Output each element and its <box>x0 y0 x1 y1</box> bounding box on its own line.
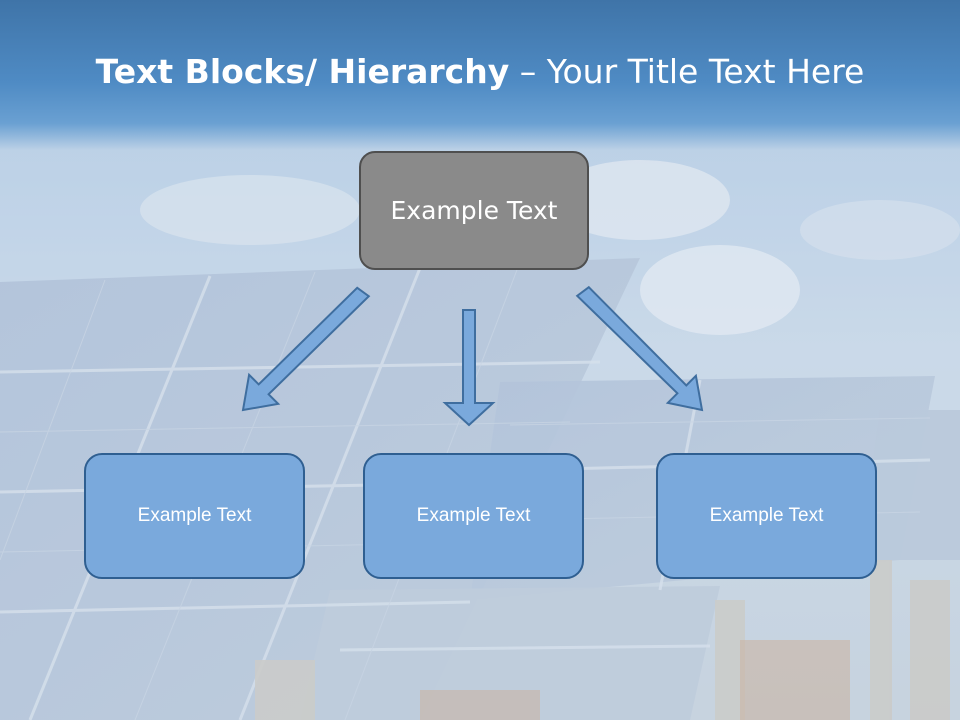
child-node-left: Example Text <box>84 453 305 579</box>
title-rest: Your Title Text Here <box>546 52 865 91</box>
arrow-down <box>442 309 496 427</box>
top-node: Example Text <box>359 151 589 270</box>
child-node-center: Example Text <box>363 453 584 579</box>
arrow-down-left <box>241 286 371 412</box>
child-node-right: Example Text <box>656 453 877 579</box>
title-bold: Text Blocks/ Hierarchy <box>95 52 510 91</box>
arrow-down-right <box>575 285 704 412</box>
title-bar <box>0 0 960 150</box>
title-dash: – <box>509 52 547 91</box>
slide-title: Text Blocks/ Hierarchy – Your Title Text… <box>0 52 960 91</box>
